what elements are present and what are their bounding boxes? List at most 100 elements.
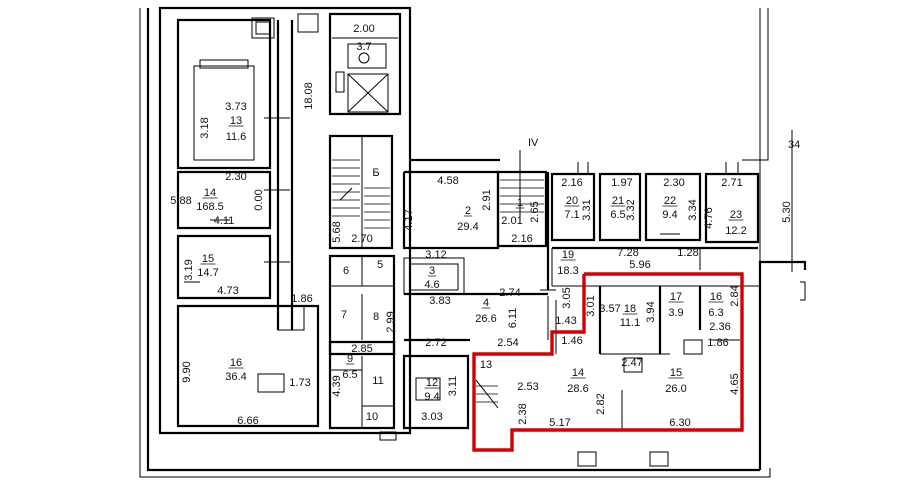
label-d-596: 5.96 bbox=[629, 259, 650, 271]
label-r18-area: 11.1 bbox=[620, 317, 641, 329]
window-marks bbox=[380, 432, 668, 466]
label-r8: 8 bbox=[373, 311, 379, 323]
label-d-230b: 2.30 bbox=[663, 177, 684, 189]
label-d-303: 3.03 bbox=[421, 411, 442, 423]
label-r4-area: 26.6 bbox=[475, 313, 496, 325]
label-d-253: 2.53 bbox=[517, 381, 538, 393]
label-r15-area-left: 14.7 bbox=[197, 267, 218, 279]
label-d-588: 5.88 bbox=[170, 195, 191, 207]
label-r22-area: 9.4 bbox=[662, 209, 677, 221]
label-r15-num-left: 15 bbox=[202, 253, 214, 265]
plan-labels: 168.5145.882.304.110.001311.63.733.1818.… bbox=[170, 23, 800, 429]
label-r2-area: 29.4 bbox=[457, 221, 478, 233]
label-r13-num: 13 bbox=[230, 115, 242, 127]
label-d-128: 1.28 bbox=[677, 247, 698, 259]
label-r19-num: 19 bbox=[562, 249, 574, 261]
label-d-1808: 18.08 bbox=[303, 82, 315, 110]
label-r9-num: 9 bbox=[347, 353, 353, 365]
label-d-299: 2.99 bbox=[385, 311, 397, 332]
left-wing-walls bbox=[160, 8, 410, 433]
highlighted-area-outline bbox=[474, 274, 742, 450]
label-d-611: 6.11 bbox=[507, 308, 519, 329]
label-r16-num-right: 16 bbox=[710, 291, 722, 303]
label-d-238: 2.38 bbox=[517, 403, 529, 424]
highlighted-zone-walls bbox=[476, 286, 740, 430]
label-d-216b: 2.16 bbox=[511, 233, 532, 245]
label-d-332: 3.32 bbox=[625, 199, 637, 220]
label-d-319: 3.19 bbox=[183, 259, 195, 280]
label-d-216a: 2.16 bbox=[561, 177, 582, 189]
label-r23-area: 12.2 bbox=[725, 225, 746, 237]
label-r16-area-right: 6.3 bbox=[708, 307, 723, 319]
label-d-200: 2.00 bbox=[353, 23, 374, 35]
label-d-37: 3.7 bbox=[356, 41, 371, 53]
label-r12-area: 9.4 bbox=[424, 391, 439, 403]
label-r17-num: 17 bbox=[670, 291, 682, 303]
label-r14-num-right: 14 bbox=[572, 367, 584, 379]
label-d-272: 2.72 bbox=[425, 337, 446, 349]
label-r14-area-right: 28.6 bbox=[567, 383, 588, 395]
label-d-476: 4.76 bbox=[703, 207, 715, 228]
label-d-236: 2.36 bbox=[709, 321, 730, 333]
label-d-312: 3.12 bbox=[425, 249, 446, 261]
label-d-270: 2.70 bbox=[351, 233, 372, 245]
label-r20-area: 7.1 bbox=[564, 209, 579, 221]
label-r21-num: 21 bbox=[612, 195, 624, 207]
label-r3-num: 3 bbox=[429, 265, 435, 277]
label-r20-num: 20 bbox=[566, 195, 578, 207]
label-d-247: 2.47 bbox=[621, 357, 642, 369]
section-label: IV bbox=[528, 137, 539, 149]
label-d-630: 6.30 bbox=[669, 417, 690, 429]
label-d-186a: 1.86 bbox=[291, 293, 312, 305]
label-d-411: 4.11 bbox=[214, 215, 235, 227]
label-d-285: 2.85 bbox=[351, 343, 372, 355]
label-r18-num: 18 bbox=[624, 303, 636, 315]
label-r14-num-left: 14 bbox=[204, 187, 216, 199]
label-d-305: 3.05 bbox=[561, 287, 573, 308]
label-d-517: 5.17 bbox=[549, 417, 570, 429]
label-d-143: 1.43 bbox=[555, 315, 576, 327]
label-d-274: 2.74 bbox=[499, 287, 520, 299]
label-d-311: 3.11 bbox=[447, 376, 459, 397]
label-d-318: 3.18 bbox=[199, 117, 211, 138]
label-d-439: 4.39 bbox=[331, 375, 343, 396]
label-r2-num: 2 bbox=[465, 205, 471, 217]
label-d-666: 6.66 bbox=[237, 415, 258, 427]
label-d-465: 4.65 bbox=[729, 373, 741, 394]
label-r16-area-left: 36.4 bbox=[225, 371, 246, 383]
label-r4-num: 4 bbox=[483, 297, 489, 309]
label-d-201: 2.01 bbox=[501, 215, 522, 227]
label-d-990: 9.90 bbox=[181, 361, 193, 382]
label-r7: 7 bbox=[341, 309, 347, 321]
label-d-530: 5.30 bbox=[781, 201, 793, 222]
label-d-334: 3.34 bbox=[687, 199, 699, 220]
label-r16-num-left: 16 bbox=[230, 357, 242, 369]
label-d-383: 3.83 bbox=[429, 295, 450, 307]
label-r17-area: 3.9 bbox=[668, 307, 683, 319]
label-r6: 6 bbox=[343, 265, 349, 277]
label-stair-b: Б bbox=[372, 167, 379, 179]
label-d-265: 2.65 bbox=[529, 201, 541, 222]
label-d-394: 3.94 bbox=[645, 301, 657, 322]
label-r15-area-right: 26.0 bbox=[665, 383, 686, 395]
axis-label: 34 bbox=[788, 139, 800, 151]
label-d-373: 3.73 bbox=[225, 101, 246, 113]
label-d-301: 3.01 bbox=[585, 295, 597, 316]
label-d-230a: 2.30 bbox=[225, 171, 246, 183]
label-d-728: 7.28 bbox=[617, 247, 638, 259]
right-upper-walls bbox=[552, 162, 760, 286]
label-r19-area: 18.3 bbox=[557, 265, 578, 277]
label-r9-area: 6.5 bbox=[342, 369, 357, 381]
label-d-568: 5.68 bbox=[331, 221, 343, 242]
label-d-173: 1.73 bbox=[289, 377, 310, 389]
label-d-357: 3.57 bbox=[599, 303, 620, 315]
label-r22-num: 22 bbox=[664, 195, 676, 207]
label-r15-num-right: 15 bbox=[670, 367, 682, 379]
label-r10: 10 bbox=[366, 411, 378, 423]
label-d-291: 2.91 bbox=[481, 189, 493, 210]
label-d-417: 4.17 bbox=[403, 209, 415, 230]
label-d-473: 4.73 bbox=[217, 285, 238, 297]
middle-block-walls bbox=[330, 150, 556, 428]
label-d-331: 3.31 bbox=[581, 199, 593, 220]
label-d-271: 2.71 bbox=[721, 177, 742, 189]
